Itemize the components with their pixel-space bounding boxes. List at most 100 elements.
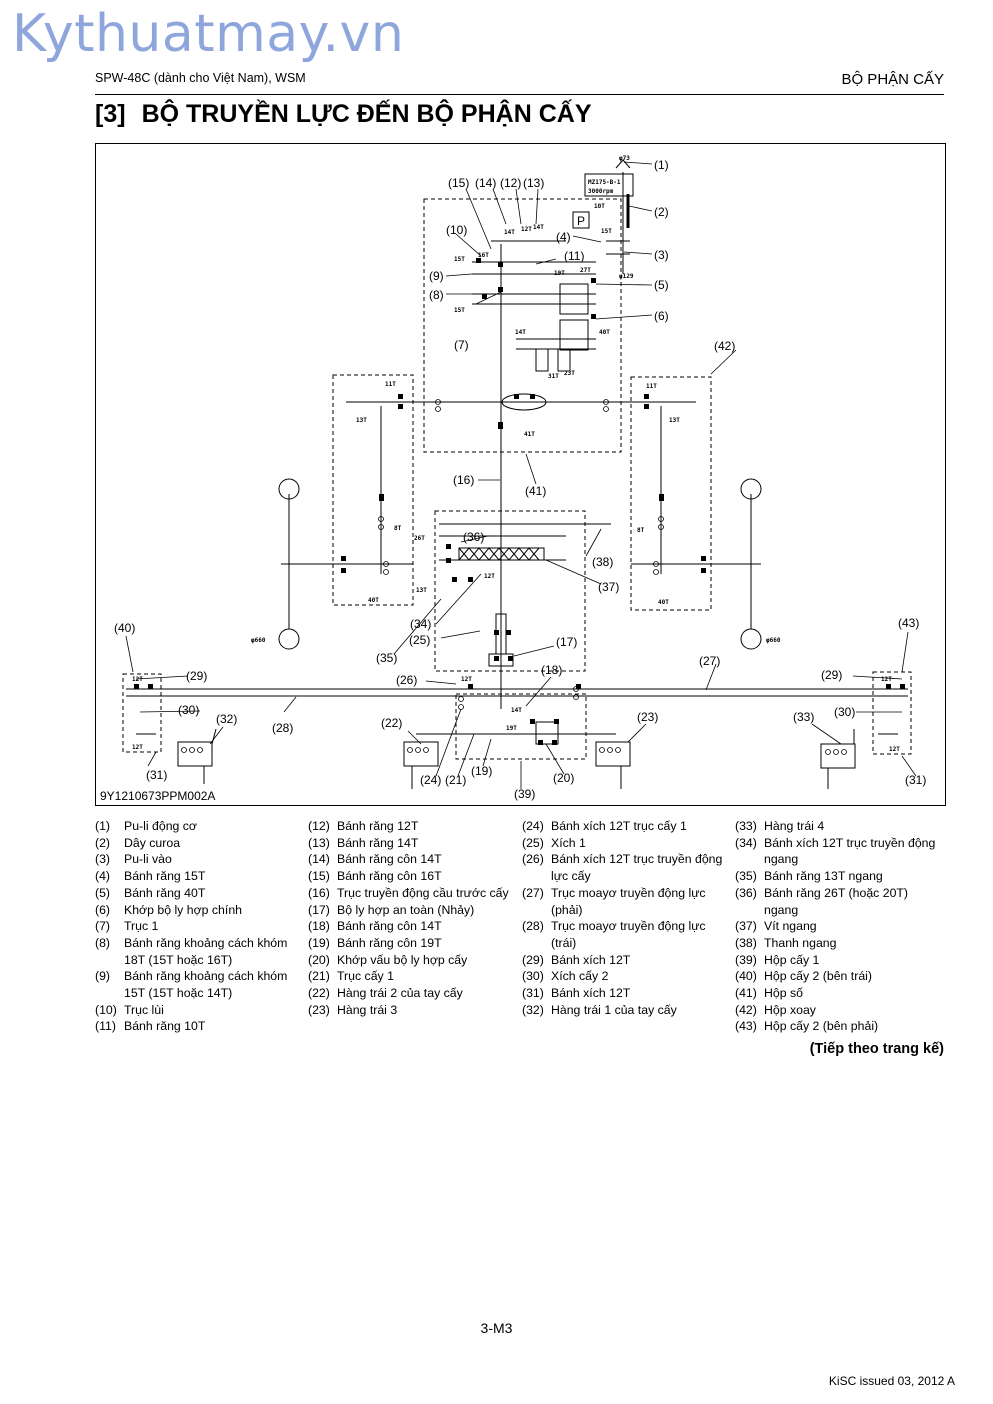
lower-housing	[455, 693, 587, 760]
left-wheel-top	[278, 478, 300, 500]
legend-item: (1)Pu-li động cơ	[95, 819, 198, 833]
callout-3: (3)	[654, 248, 669, 262]
callout-8: (8)	[429, 288, 444, 302]
callout-2: (2)	[654, 205, 669, 219]
callout-11: (11)	[564, 249, 584, 263]
tooth-label: 11T	[646, 383, 657, 390]
callout-16: (16)	[453, 473, 474, 487]
legend-item: (37)Vít ngang	[735, 919, 817, 934]
header-rule	[95, 94, 944, 95]
legend-item: (16)Trục truyền động cầu trước cấy	[308, 885, 509, 900]
header-section: BỘ PHẬN CẤY	[841, 71, 944, 88]
tooth-label: 23T	[564, 370, 575, 377]
legend-item: (22)Hàng trái 2 của tay cấy	[308, 986, 463, 1001]
legend-item: (42)Hộp xoay	[735, 1002, 816, 1017]
legend-item: (26)Bánh xích 12T trục truyền động lực c…	[522, 852, 723, 884]
tooth-label: 40T	[658, 599, 669, 606]
right-rotary-box	[630, 376, 712, 611]
callout-22: (22)	[381, 716, 402, 730]
legend-item: (28)Trục moayơ truyền động lực (trái)	[522, 919, 706, 950]
callout-27: (27)	[699, 654, 720, 668]
callout-6: (6)	[654, 309, 669, 323]
tooth-label: 12T	[521, 226, 532, 233]
legend-item: (6)Khớp bộ ly hợp chính	[95, 902, 242, 917]
page-number: 3-M3	[480, 1320, 513, 1336]
engine-model-label: MZ175-B-1	[588, 179, 621, 186]
tooth-label: 31T	[548, 373, 559, 380]
tooth-label: 26T	[414, 535, 425, 542]
tooth-label: 19T	[554, 270, 565, 277]
callout-42: (42)	[714, 339, 735, 353]
legend-item: (9)Bánh răng khoảng cách khóm 15T (15T h…	[95, 969, 288, 1001]
right-wheel-bottom	[740, 628, 762, 650]
arm-row-3	[595, 741, 631, 767]
legend-item: (2)Dây curoa	[95, 835, 181, 850]
callout-9: (9)	[429, 269, 444, 283]
callout-35: (35)	[376, 651, 397, 665]
tooth-label: 8T	[637, 527, 645, 534]
right-wheel-top	[740, 478, 762, 500]
tooth-label: 14T	[511, 707, 522, 714]
legend-item: (36)Bánh răng 26T (hoặc 20T) ngang	[735, 885, 909, 917]
callout-19: (19)	[471, 764, 492, 778]
legend-item: (27)Trục moayơ truyền động lực (phải)	[522, 885, 706, 917]
tooth-label: 10T	[594, 203, 605, 210]
gearbox-housing	[423, 198, 622, 453]
legend-column-2: (12)Bánh răng 12T (13)Bánh răng 14T (14)…	[308, 818, 513, 1018]
legend-item: (25)Xích 1	[522, 835, 586, 850]
title-number: [3]	[95, 100, 126, 128]
tooth-label: 12T	[484, 573, 495, 580]
legend-item: (32)Hàng trái 1 của tay cấy	[522, 1002, 677, 1017]
legend-item: (24)Bánh xích 12T trục cấy 1	[522, 819, 687, 833]
callout-31-right: (31)	[905, 773, 926, 787]
callout-41: (41)	[525, 484, 546, 498]
legend-item: (34)Bánh xích 12T trục truyền động ngang	[735, 835, 936, 867]
legend-item: (10)Trục lùi	[95, 1002, 164, 1017]
arm-row-2	[403, 741, 439, 767]
left-wheel-bottom	[278, 628, 300, 650]
callout-15: (15)	[448, 176, 469, 190]
planting-box-1	[434, 510, 586, 672]
tooth-label: 13T	[669, 417, 680, 424]
page-title: [3]BỘ TRUYỀN LỰC ĐẾN BỘ PHẬN CẤY	[95, 100, 592, 129]
right-planting-box-2	[872, 671, 912, 755]
legend-item: (31)Bánh xích 12T	[522, 986, 631, 1001]
legend-item: (19)Bánh răng côn 19T	[308, 935, 442, 950]
callout-14: (14)	[475, 176, 496, 190]
legend-item: (39)Hộp cấy 1	[735, 952, 820, 967]
callout-17: (17)	[556, 635, 577, 649]
callout-21: (21)	[445, 773, 466, 787]
watermark: Kythuatmay.vn	[12, 4, 405, 64]
callout-23: (23)	[637, 710, 658, 724]
tooth-label: 15T	[601, 228, 612, 235]
callout-12: (12)	[500, 176, 521, 190]
p-label: P	[577, 214, 585, 228]
tooth-label: 12T	[132, 676, 143, 683]
callout-43: (43)	[898, 616, 919, 630]
tooth-label: 12T	[881, 676, 892, 683]
arm-row-4	[820, 743, 856, 769]
tooth-label: 40T	[368, 597, 379, 604]
callout-13: (13)	[523, 176, 544, 190]
issue-note: KiSC issued 03, 2012 A	[828, 1374, 955, 1388]
legend-item: (40)Hộp cấy 2 (bên trái)	[735, 969, 872, 984]
callout-40: (40)	[114, 621, 135, 635]
legend-item: (33)Hàng trái 4	[735, 819, 825, 833]
tooth-label: 19T	[506, 725, 517, 732]
legend-item: (30)Xích cấy 2	[522, 969, 609, 984]
tooth-label: 16T	[478, 252, 489, 259]
legend-item: (11)Bánh răng 10T	[95, 1019, 206, 1034]
callout-32: (32)	[216, 712, 237, 726]
tooth-label: 13T	[416, 587, 427, 594]
callout-5: (5)	[654, 278, 669, 292]
horizontal-screw	[458, 547, 545, 561]
callout-31-left: (31)	[146, 768, 167, 782]
legend-item: (4)Bánh răng 15T	[95, 869, 206, 884]
figure-code: 9Y1210673PPM002A	[100, 789, 216, 803]
legend-item: (12)Bánh răng 12T	[308, 819, 419, 833]
callout-1: (1)	[654, 158, 669, 172]
legend-column-4: (33)Hàng trái 4 (34)Bánh xích 12T trục t…	[735, 818, 944, 1035]
callout-20: (20)	[553, 771, 574, 785]
transmission-diagram: MZ175-B-1 3000rpm P φ73 φ129 10T 15T 14T…	[95, 143, 946, 806]
tooth-label: 12T	[461, 676, 472, 683]
